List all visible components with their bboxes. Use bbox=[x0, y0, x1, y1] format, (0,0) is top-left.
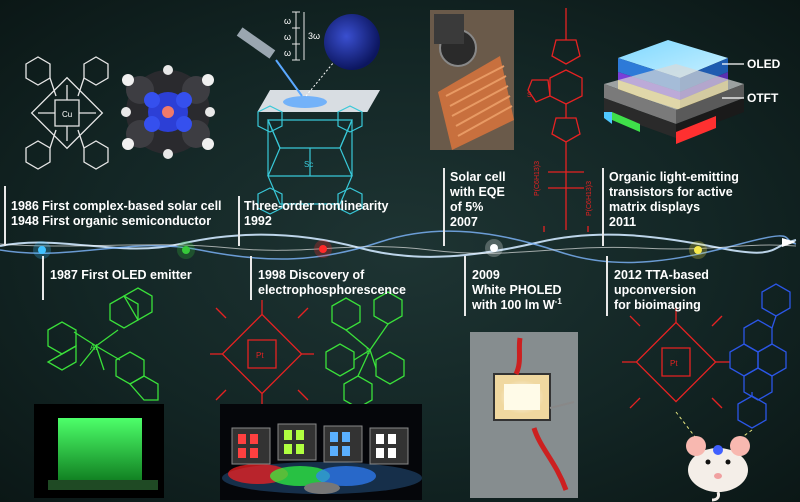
alq3-structure bbox=[46, 287, 159, 401]
milestone-2011: Organic light-emitting transistors for a… bbox=[609, 170, 739, 230]
milestone-2011-line-2: transistors for active bbox=[609, 185, 733, 199]
pt-atom-label-2012: Pt bbox=[670, 359, 678, 368]
omega-label-3: ω bbox=[284, 48, 292, 58]
oled-layer-label: OLED bbox=[747, 57, 781, 71]
milestone-1992-line-2: 1992 bbox=[244, 214, 272, 228]
phosphine-left-label: P(C6H13)3 bbox=[534, 160, 541, 196]
pt-atom-label-1998: Pt bbox=[256, 351, 264, 360]
phosphine-right-label: P(C6H13)3 bbox=[586, 180, 593, 216]
milestone-1987: 1987 First OLED emitter bbox=[50, 268, 192, 283]
dpa-structure bbox=[729, 283, 791, 429]
omega-label-2: ω bbox=[284, 32, 292, 42]
red-polymer-structure bbox=[527, 8, 589, 232]
dot-1998 bbox=[319, 245, 327, 253]
cu-atom-label: Cu bbox=[62, 110, 73, 119]
three-omega-label: 3ω bbox=[308, 31, 321, 41]
solar-cell-photo bbox=[430, 10, 514, 150]
milestone-2011-line-4: 2011 bbox=[609, 215, 637, 229]
irppy3-structure bbox=[325, 291, 405, 409]
connector-2012 bbox=[606, 256, 608, 316]
milestone-1998-line-2: electrophosphorescence bbox=[258, 283, 406, 297]
dot-2012 bbox=[694, 246, 702, 254]
milestone-2009-line-2: White PHOLED bbox=[472, 283, 562, 297]
connector-1998 bbox=[250, 256, 252, 300]
rgb-phosphorescent-devices-photo bbox=[220, 404, 422, 500]
dot-1992 bbox=[182, 246, 190, 254]
green-oled-photo bbox=[34, 404, 164, 498]
milestone-2009-line-3: with 100 lm W-1 bbox=[472, 296, 562, 313]
milestone-2012-line-3: for bioimaging bbox=[614, 298, 701, 312]
cu-phthalocyanine-space-filling-model bbox=[121, 65, 215, 159]
sc-phthalocyanine-structure bbox=[257, 105, 363, 215]
milestone-2009-efficacy: with 100 lm W bbox=[472, 298, 555, 312]
milestone-2007-line-2: with EQE bbox=[450, 185, 505, 199]
milestone-1987-line-1: 1987 First OLED emitter bbox=[50, 268, 192, 282]
dot-2009 bbox=[490, 244, 498, 252]
connector-2007 bbox=[443, 168, 445, 246]
timeline-axis bbox=[0, 230, 797, 264]
milestone-2009-superscript: -1 bbox=[554, 296, 562, 306]
timeline-dots bbox=[33, 239, 707, 259]
milestone-2012-line-1: 2012 TTA-based bbox=[614, 268, 709, 282]
timeline-arrow-head bbox=[782, 238, 796, 247]
white-pholed-photo bbox=[470, 332, 578, 498]
sc-atom-label: Sc bbox=[304, 160, 314, 169]
milestone-2007-line-1: Solar cell bbox=[450, 170, 506, 184]
otft-layer-label: OTFT bbox=[747, 91, 779, 105]
connector-2011 bbox=[602, 168, 604, 246]
connector-1987 bbox=[42, 256, 44, 300]
cu-phthalocyanine-structure bbox=[25, 56, 109, 170]
milestone-2012: 2012 TTA-based upconversion for bioimagi… bbox=[614, 268, 709, 313]
milestone-1992-line-1: Three-order nonlinearity bbox=[244, 199, 389, 213]
milestone-2009-line-1: 2009 bbox=[472, 268, 500, 282]
connector-2009 bbox=[464, 256, 466, 316]
mouse-illustration bbox=[675, 411, 753, 502]
third-harmonic-setup bbox=[236, 11, 381, 112]
connector-1992 bbox=[238, 196, 240, 246]
connector-1986 bbox=[4, 186, 6, 246]
dot-1987 bbox=[38, 246, 46, 254]
ir-atom-label: Ir bbox=[366, 347, 371, 356]
milestone-2012-line-2: upconversion bbox=[614, 283, 696, 297]
milestone-2011-line-1: Organic light-emitting bbox=[609, 170, 739, 184]
milestone-2011-line-3: matrix displays bbox=[609, 200, 701, 214]
milestone-1998-line-1: 1998 Discovery of bbox=[258, 268, 365, 282]
omega-label-1: ω bbox=[284, 16, 292, 26]
milestone-1992: Three-order nonlinearity 1992 bbox=[244, 199, 388, 229]
milestone-1986-line-2: 1948 First organic semiconductor bbox=[11, 214, 212, 228]
milestone-2007-line-3: of 5% bbox=[450, 200, 484, 214]
s-atom-label: S bbox=[527, 92, 532, 99]
milestone-1986: 1986 First complex-based solar cell 1948… bbox=[11, 199, 222, 229]
milestone-2007-line-4: 2007 bbox=[450, 215, 478, 229]
milestone-1998: 1998 Discovery of electrophosphorescence bbox=[258, 268, 406, 298]
milestone-1986-line-1: 1986 First complex-based solar cell bbox=[11, 199, 222, 213]
milestone-2007: Solar cell with EQE of 5% 2007 bbox=[450, 170, 506, 230]
ptoep-2012-structure bbox=[622, 308, 730, 409]
al-atom-label: Al bbox=[90, 343, 98, 352]
oled-otft-device bbox=[604, 40, 744, 144]
ptoep-structure bbox=[210, 300, 314, 408]
milestone-2009: 2009 White PHOLED with 100 lm W-1 bbox=[472, 268, 562, 313]
